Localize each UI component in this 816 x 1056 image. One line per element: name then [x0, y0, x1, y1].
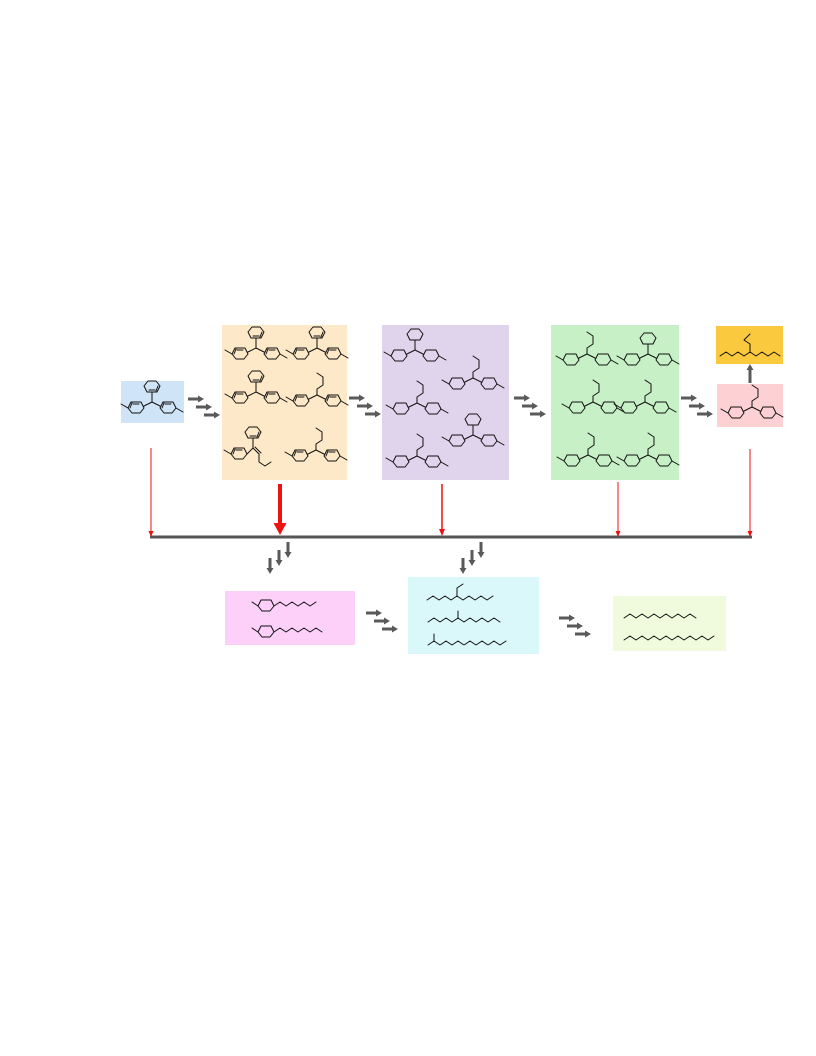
- branched-alkane-structure: [719, 333, 781, 357]
- arrow-start-to-stage1-1-head: [198, 395, 204, 403]
- arrow-stage1-to-stage2-1-head: [359, 394, 365, 402]
- arrow-stage2-to-stage3-1-head: [524, 394, 530, 402]
- arrow-stage1-to-stage2-2-head: [367, 402, 373, 410]
- arrow-stage3-to-product-2-head: [699, 402, 705, 410]
- arrow-line-to-magenta-2-head: [275, 560, 283, 566]
- red-arrow-stage2-head: [439, 529, 445, 536]
- alkyl-tetrahydrofuran-structures: [251, 599, 323, 638]
- arrow-stage1-to-stage2-3-head: [375, 410, 381, 418]
- arrow-line-to-magenta-1-head: [266, 568, 274, 574]
- red-arrow-start-head: [148, 531, 154, 537]
- arrow-stage3-to-product-3-head: [707, 410, 713, 418]
- linear-alkane-structures: [623, 613, 715, 641]
- arrow-cyan-to-lime-2-head: [577, 622, 583, 630]
- arrow-line-to-cyan-3-head: [477, 552, 485, 558]
- arrow-magenta-to-cyan-3-head: [392, 625, 398, 633]
- arrow-pink-to-gold-head: [746, 364, 754, 370]
- arrow-cyan-to-lime-1-head: [569, 614, 575, 622]
- arrow-layer: [148, 364, 754, 638]
- red-arrow-product-head: [747, 531, 753, 537]
- arrow-stage3-to-product-1-head: [691, 394, 697, 402]
- branch-cyan-box: [408, 577, 539, 654]
- product-pink-box: [717, 384, 783, 427]
- arrow-magenta-to-cyan-1-head: [376, 609, 382, 617]
- branch-magenta-box: [225, 591, 355, 645]
- red-arrow-stage1-head: [273, 523, 287, 535]
- arrow-start-to-stage1-2-head: [206, 403, 212, 411]
- arrow-magenta-to-cyan-2-head: [384, 617, 390, 625]
- branch-lime-box: [613, 596, 726, 651]
- arrow-line-to-cyan-1-head: [459, 568, 467, 574]
- red-arrow-stage3-head: [615, 531, 621, 537]
- arrow-stage2-to-stage3-3-head: [540, 410, 546, 418]
- arrow-cyan-to-lime-3-head: [585, 630, 591, 638]
- arrow-line-to-magenta-3-head: [284, 552, 292, 558]
- arrow-line-to-cyan-2-head: [468, 560, 476, 566]
- arrow-stage2-to-stage3-2-head: [532, 402, 538, 410]
- arrow-start-to-stage1-3-head: [214, 411, 220, 419]
